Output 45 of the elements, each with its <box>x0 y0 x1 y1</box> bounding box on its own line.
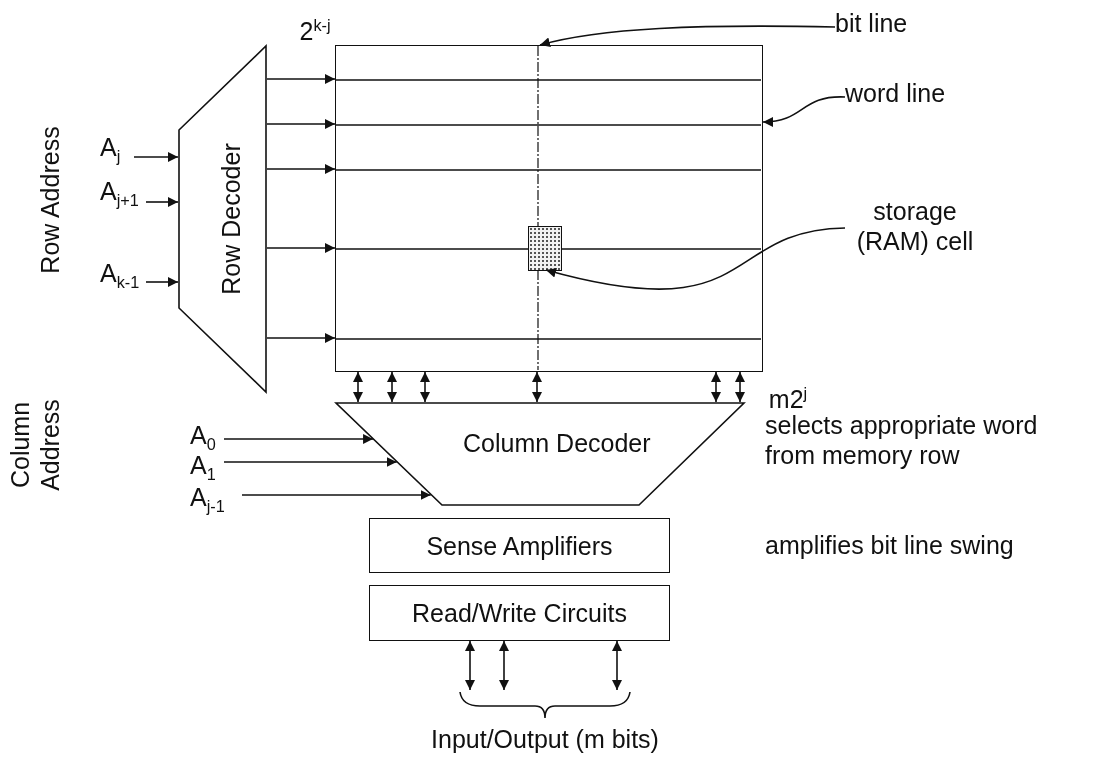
arrow <box>353 371 363 403</box>
arrow <box>241 490 432 500</box>
block-label: Sense Amplifiers <box>425 531 614 561</box>
arrow <box>223 457 398 467</box>
memory-array <box>335 45 763 372</box>
block-label: Input/Output (m bits) <box>430 724 660 754</box>
read-write-circuits-block <box>369 585 670 641</box>
arrow <box>612 640 622 691</box>
arrow <box>532 371 542 403</box>
leader-line <box>545 227 846 290</box>
axis-title: Row Address <box>35 125 65 276</box>
arrow <box>420 371 430 403</box>
row-decoder <box>178 45 267 393</box>
address-bit-label: A$_{j}$ <box>100 132 121 167</box>
arrow <box>223 434 374 444</box>
row-count-label: 2$^{k-j}$ <box>298 15 332 47</box>
axis-title: Column Address <box>5 398 65 493</box>
arrow <box>735 371 745 403</box>
block-label: Column Decoder <box>463 428 651 458</box>
callout-text: bit line <box>835 8 908 38</box>
arrow <box>266 119 336 129</box>
column-decoder <box>335 402 745 506</box>
address-bit-label: A$_{k-1}$ <box>100 258 140 293</box>
block-label: Read/Write Circuits <box>411 598 628 628</box>
arrow <box>266 333 336 343</box>
block-label: Row Decoder <box>215 143 246 295</box>
leader-line <box>539 25 836 48</box>
arrow <box>266 164 336 174</box>
callout-text: storage (RAM) cell <box>855 196 975 256</box>
arrow <box>266 243 336 253</box>
annotation: amplifies bit line swing <box>765 530 1015 560</box>
address-bit-label: A$_{j-1}$ <box>190 482 225 517</box>
storage-cell <box>528 226 562 271</box>
arrow <box>145 197 179 207</box>
arrow <box>711 371 721 403</box>
arrow <box>266 74 336 84</box>
leader-line <box>762 96 846 127</box>
arrow <box>133 152 179 162</box>
address-bit-label: A$_{j+1}$ <box>100 176 139 211</box>
arrow <box>145 277 179 287</box>
sense-amplifiers-block <box>369 518 670 573</box>
arrow <box>499 640 509 691</box>
arrow <box>387 371 397 403</box>
callout-text: word line <box>845 78 946 108</box>
arrow <box>465 640 475 691</box>
